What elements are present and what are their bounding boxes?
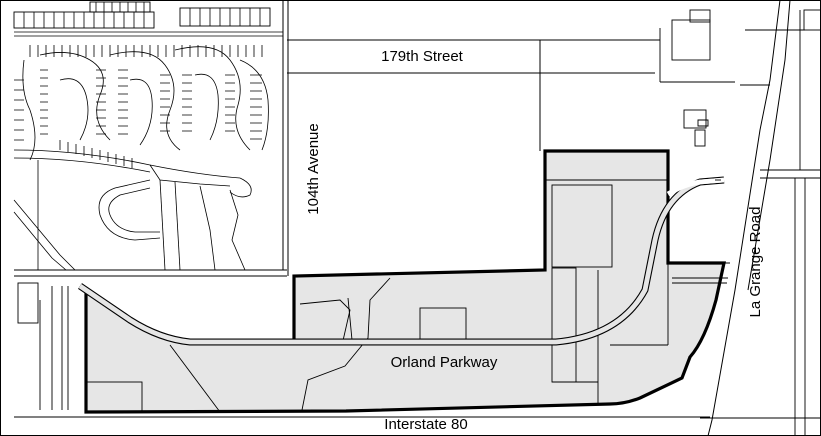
district-boundary [79, 149, 726, 414]
label-179th-street: 179th Street [381, 48, 464, 65]
subdivision-nw [13, 1, 283, 271]
label-orland-parkway: Orland Parkway [391, 354, 498, 371]
label-interstate-80: Interstate 80 [384, 416, 467, 433]
label-104th-avenue: 104th Avenue [305, 123, 322, 214]
parcels-inside [85, 179, 669, 413]
orland-parkway-inner [78, 177, 725, 345]
orland-parkway-inner-east [666, 177, 725, 197]
parcels-west [17, 282, 69, 410]
label-la-grange-road: La Grange Road [747, 207, 764, 318]
road-lagrange-west [707, 0, 781, 436]
parcels-east [659, 9, 821, 436]
street-grid [14, 0, 821, 436]
